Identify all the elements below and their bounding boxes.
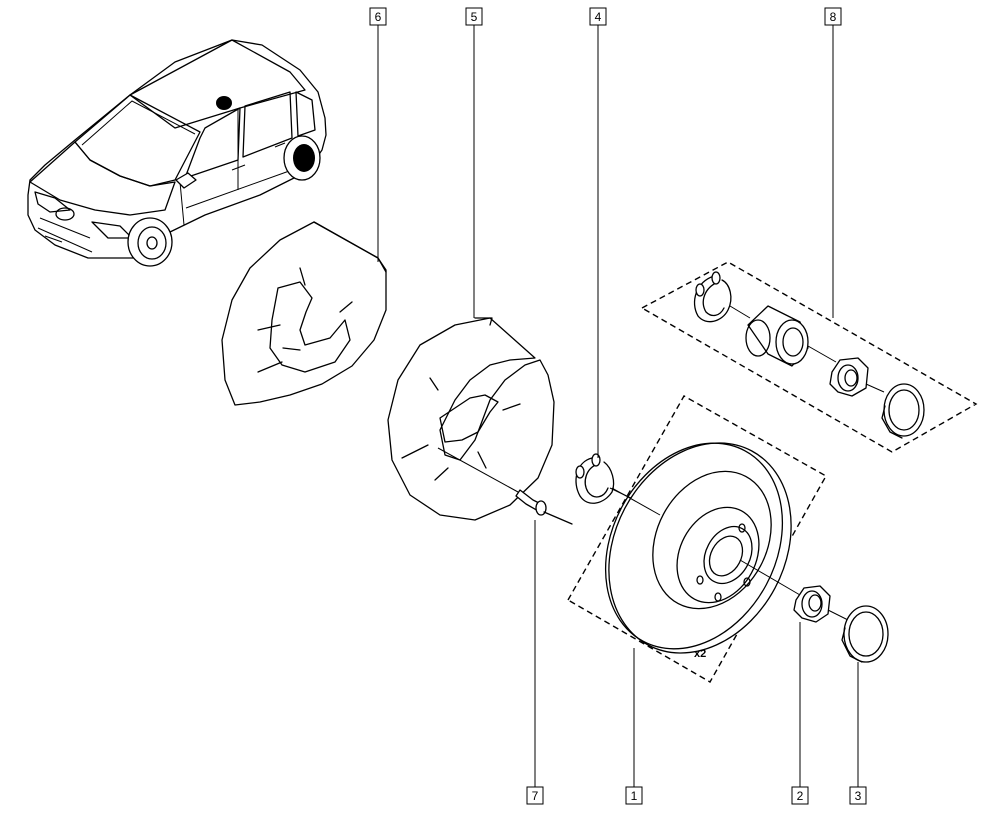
callout-7-label: 7 [532,789,539,803]
callout-7: 7 [526,786,544,805]
part-8-bearing-kit [640,261,978,453]
part-5-dust-shield [387,317,555,521]
callout-5: 5 [465,7,483,26]
leader-lines [377,25,859,787]
callout-1-label: 1 [631,789,638,803]
callout-1: 1 [625,786,643,805]
callout-2: 2 [791,786,809,805]
part-1-brake-disc: x2 [567,395,827,683]
part-2-hub-nut [793,585,849,623]
callout-5-label: 5 [471,10,478,24]
callout-3: 3 [849,786,867,805]
callout-2-label: 2 [797,789,804,803]
callout-4-label: 4 [595,10,602,24]
callout-3-label: 3 [855,789,862,803]
part-7-rivet [437,447,573,525]
part-3-grease-cap [841,605,889,663]
callout-4: 4 [589,7,607,26]
vehicle-illustration [27,39,327,267]
disc-quantity-note: x2 [694,648,706,660]
callout-8: 8 [824,7,842,26]
callout-8-label: 8 [830,10,837,24]
callout-6-label: 6 [375,10,382,24]
callout-6: 6 [369,7,387,26]
part-6-dust-shield [221,221,387,406]
